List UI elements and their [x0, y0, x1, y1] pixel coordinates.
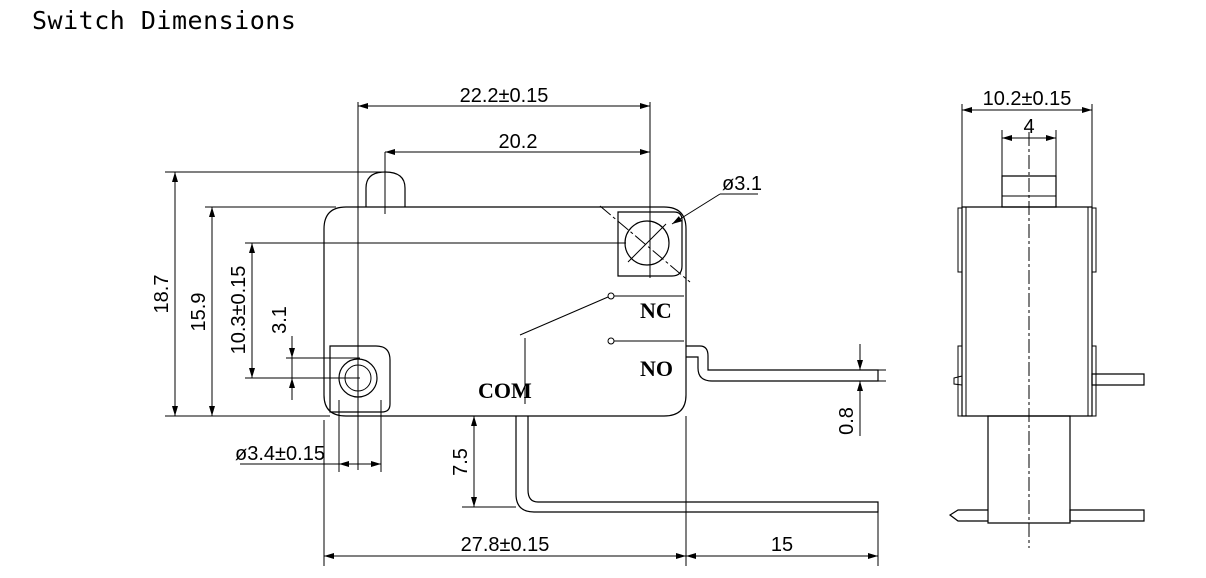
dim-hole-dia-large: ø3.4±0.15: [235, 443, 325, 465]
side-body-outline: [962, 207, 1092, 416]
dim-hole-vertical-spacing: 10.3±0.15: [228, 266, 250, 355]
no-terminal: [686, 346, 878, 381]
dim-hole-dia-small: ø3.1: [722, 173, 762, 195]
dim-com-pin-length: 7.5: [450, 448, 472, 476]
nc-contact-point: [608, 293, 614, 299]
label-nc: NC: [640, 298, 672, 323]
dim-height-body: 15.9: [188, 293, 210, 332]
side-view: 10.2±0.15 4: [950, 88, 1144, 548]
com-terminal: [516, 416, 878, 512]
dim-side-plunger-width: 4: [1023, 116, 1034, 138]
mounting-hole-bottom-frame: [330, 346, 390, 412]
dim-side-body-width: 10.2±0.15: [983, 88, 1072, 110]
contact-lever: [520, 297, 608, 335]
dim-plunger-to-hole: 20.2: [499, 131, 538, 153]
dim-terminal-length: 15: [771, 534, 793, 556]
dim-body-length: 27.8±0.15: [461, 534, 550, 556]
side-no-terminal: [1092, 374, 1144, 385]
dim-height-total: 18.7: [151, 275, 173, 314]
label-com: COM: [478, 378, 532, 403]
label-no: NO: [640, 356, 673, 381]
dim-overall-pin-span: 22.2±0.15: [460, 85, 549, 107]
dim-hole-offset: 3.1: [269, 306, 291, 334]
side-com-terminal-left: [950, 510, 988, 521]
dim-terminal-thickness: 0.8: [836, 407, 858, 435]
diagram-title: Switch Dimensions: [32, 6, 297, 35]
no-contact-point: [608, 338, 614, 344]
mounting-hole-top-frame: [618, 212, 682, 276]
side-com-terminal-right: [1070, 510, 1144, 521]
front-view: 22.2±0.15 20.2 ø3.1 18.7 15.9 10.3±0.15 …: [151, 85, 886, 566]
